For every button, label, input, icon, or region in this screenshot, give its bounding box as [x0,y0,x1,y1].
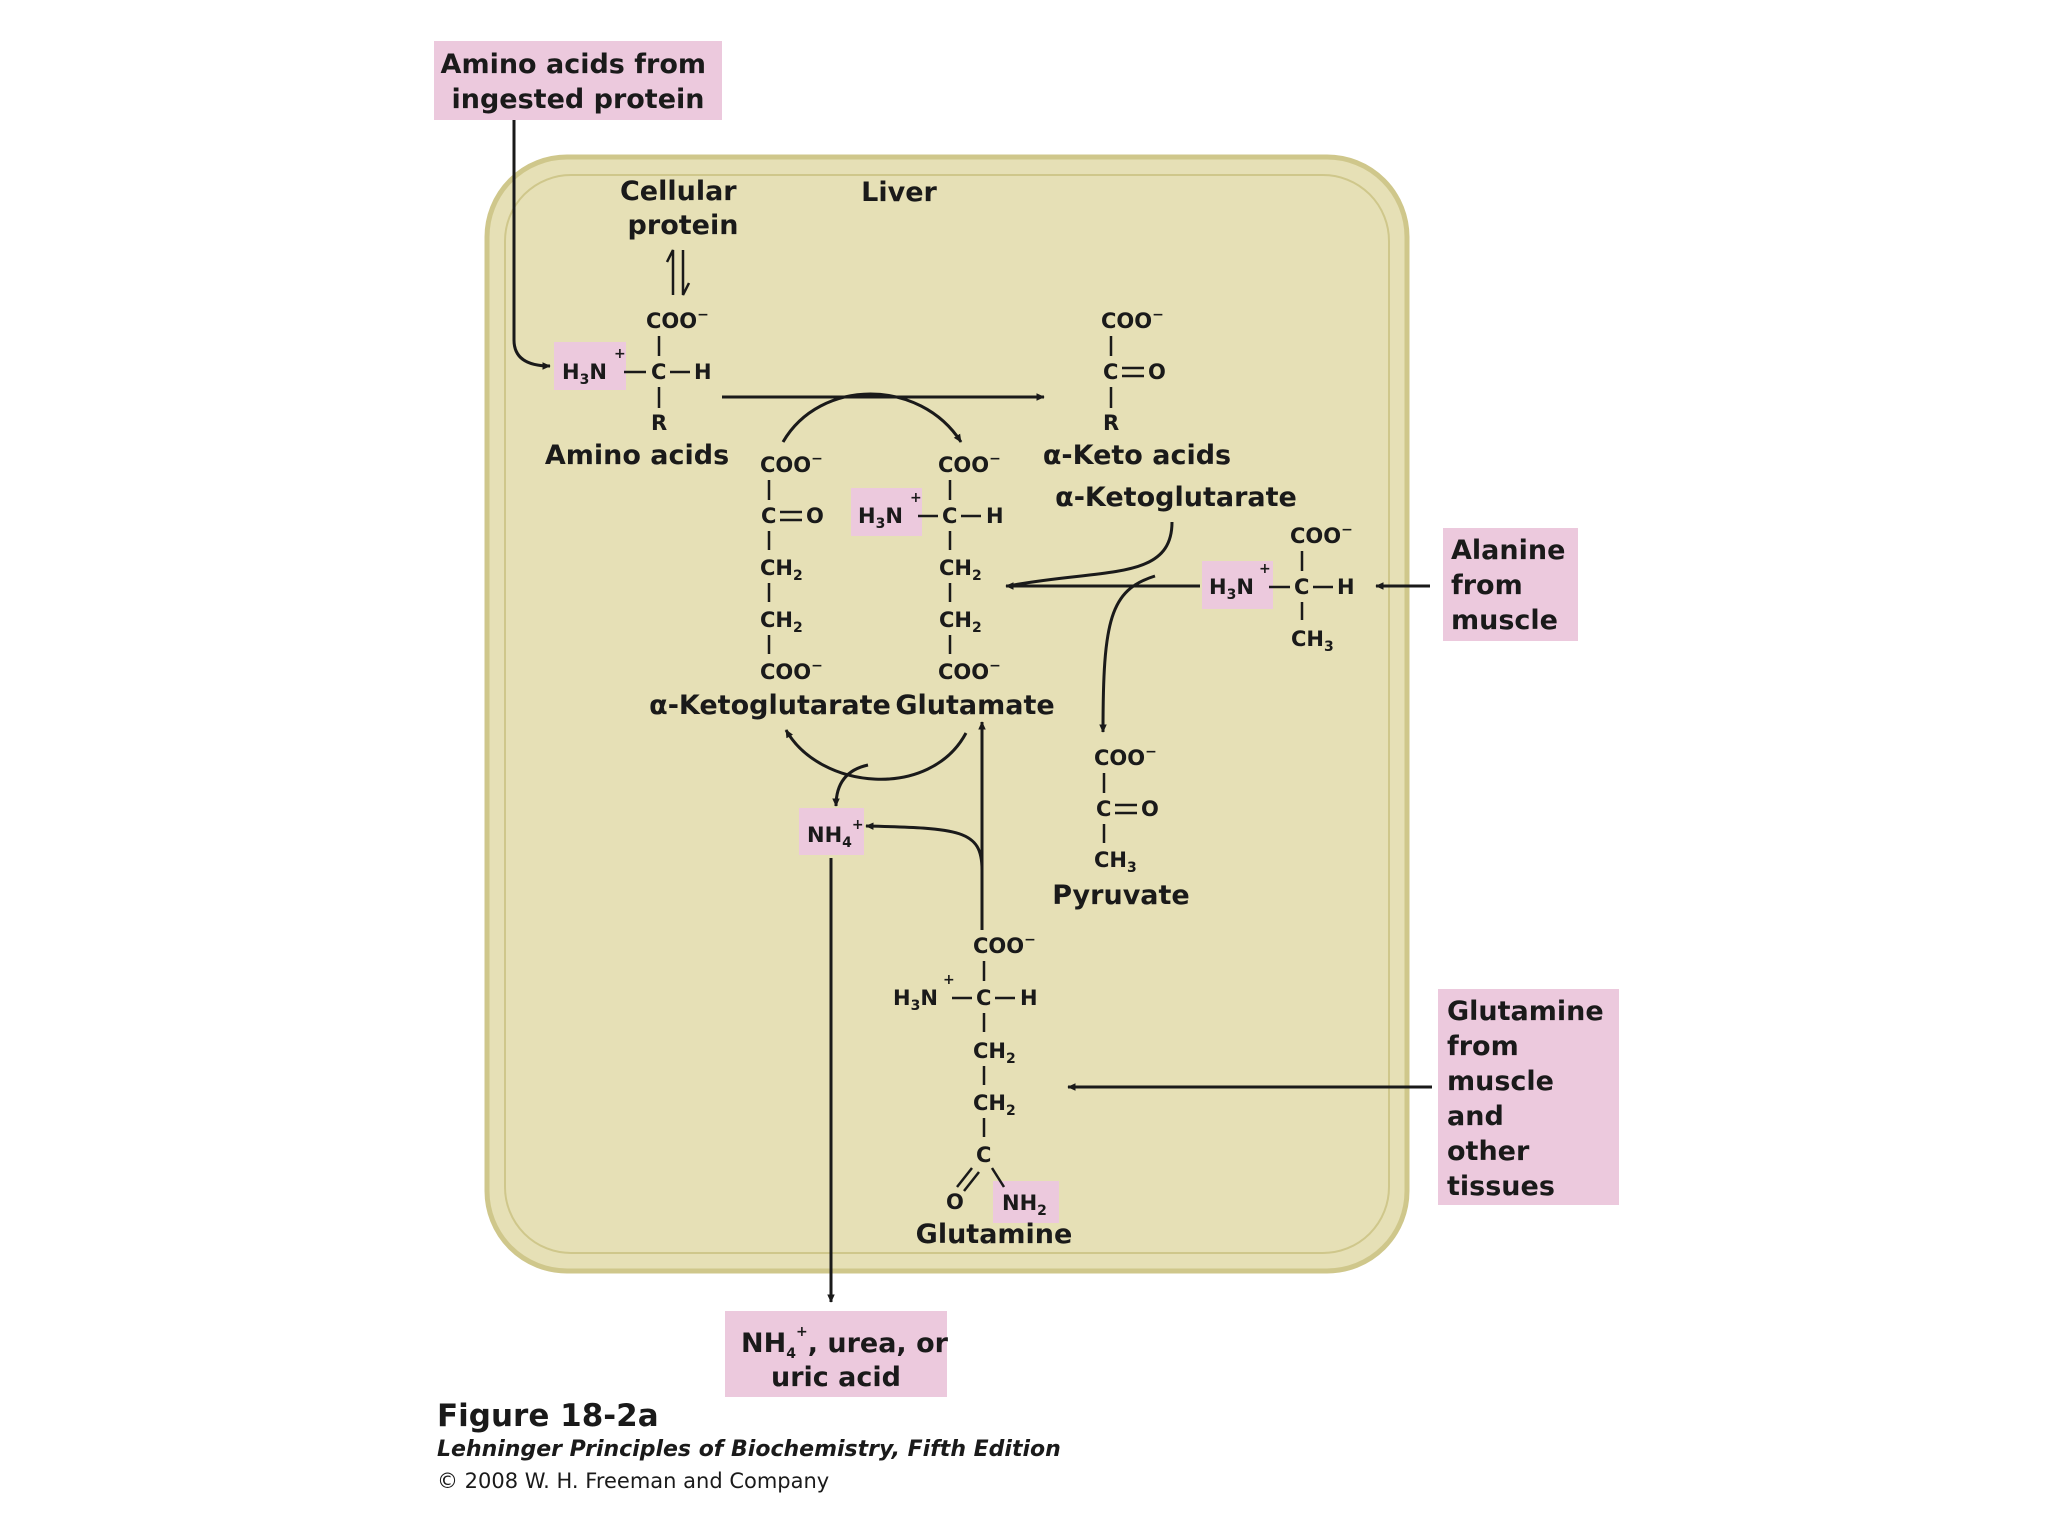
pyruvate-label: Pyruvate [1052,880,1189,911]
svg-text:CH2: CH2 [973,1091,1016,1119]
svg-text:+: + [614,346,626,362]
svg-text:C: C [1096,797,1111,821]
svg-text:COO−: COO− [1101,307,1164,333]
glutamate-label: Glutamate [895,690,1054,721]
svg-text:C: C [976,1143,991,1167]
glutamine-from-tissues-label: Glutamine from muscle and other tissues [1447,996,1613,1202]
svg-text:CH2: CH2 [760,608,803,636]
svg-text:COO−: COO− [938,451,1001,477]
svg-text:NH2: NH2 [1002,1191,1047,1219]
glutamate-structure: COO− H3N + C H CH2 CH2 COO− [858,451,1004,684]
svg-text:H: H [1337,575,1355,599]
svg-text:C: C [1103,360,1118,384]
keto-acids-label: α-Keto acids [1043,440,1231,471]
svg-text:H: H [986,504,1004,528]
amino-acids-label: Amino acids [545,440,729,471]
arrow-glutamine-to-nh4 [865,822,984,871]
svg-text:+: + [910,490,922,506]
svg-text:O: O [1141,797,1159,821]
glutamine-structure: COO− H3N + C H CH2 CH2 C O NH2 [893,932,1047,1219]
arrow-to-pyruvate [1099,574,1156,733]
svg-text:C: C [1294,575,1309,599]
svg-text:COO−: COO− [646,307,709,333]
svg-text:COO−: COO− [973,932,1036,958]
glutamine-from-tissues-box [1438,989,1619,1205]
h3n-highlight-glutamate [851,488,922,536]
arrow-ingested-to-amino-acids [512,120,551,370]
arrow-transamination-arc-top [781,392,963,443]
figure-title: Figure 18-2a [437,1398,659,1434]
ketoglutarate-top-label: α-Ketoglutarate [1055,482,1297,513]
svg-text:CH2: CH2 [939,556,982,584]
ingested-protein-box [434,41,722,120]
svg-text:+: + [943,972,955,988]
equilibrium-arrows [665,249,691,296]
ketoglutarate-structure: COO− C O CH2 CH2 COO− [760,451,824,684]
liver-compartment [484,154,1410,1274]
alanine-structure: COO− H3N + C H CH3 [1209,522,1355,655]
svg-text:COO−: COO− [760,658,823,684]
svg-text:+: + [1259,561,1271,577]
svg-text:CH3: CH3 [1094,848,1137,876]
output-label-line2: uric acid [771,1362,901,1393]
svg-text:H3N: H3N [893,986,938,1014]
amino-acid-structure: COO− H3N + C H R [562,307,712,435]
svg-text:H: H [694,360,712,384]
liver-inner-border [504,174,1390,1254]
alanine-from-muscle-label: Alanine from muscle [1451,535,1575,636]
svg-text:CH3: CH3 [1291,627,1334,655]
glutamine-label: Glutamine [916,1219,1073,1250]
ketoglutarate-left-label: α-Ketoglutarate [649,690,891,721]
svg-text:O: O [806,504,824,528]
svg-text:H3N: H3N [1209,575,1254,603]
svg-text:R: R [1103,411,1119,435]
svg-text:COO−: COO− [1290,522,1353,548]
ingested-protein-label: Amino acids from ingested protein [441,49,716,115]
keto-acid-structure: COO− C O R [1101,307,1166,435]
cellular-protein-label: Cellular protein [620,176,746,241]
h3n-highlight-amino [554,342,626,390]
pyruvate-structure: COO− C O CH3 [1094,744,1159,876]
output-label-line1: NH4+, urea, or [741,1324,949,1362]
svg-text:CH2: CH2 [939,608,982,636]
svg-text:O: O [946,1190,964,1214]
arrow-to-nh4 [832,763,869,807]
nh4-label: NH4+ [807,817,864,851]
liver-label: Liver [861,177,937,208]
nh2-highlight [993,1181,1059,1223]
svg-text:O: O [1148,360,1166,384]
svg-text:R: R [651,411,667,435]
svg-text:COO−: COO− [1094,744,1157,770]
nh4-highlight [799,808,864,855]
svg-text:C: C [651,360,666,384]
svg-text:CH2: CH2 [973,1039,1016,1067]
svg-text:C: C [976,986,991,1010]
svg-text:COO−: COO− [760,451,823,477]
figure-copyright: © 2008 W. H. Freeman and Company [437,1469,829,1493]
svg-text:H: H [1020,986,1038,1010]
svg-text:CH2: CH2 [760,556,803,584]
arrow-ketoglutarate-to-glutamate-lower [1007,521,1174,588]
h3n-highlight-alanine [1202,561,1273,609]
alanine-from-muscle-box [1443,528,1578,641]
svg-text:COO−: COO− [938,658,1001,684]
svg-text:C: C [761,504,776,528]
svg-text:C: C [942,504,957,528]
svg-text:H3N: H3N [858,504,903,532]
output-box [725,1311,947,1397]
svg-text:H3N: H3N [562,360,607,388]
figure-book-title: Lehninger Principles of Biochemistry, Fi… [437,1437,1061,1462]
arrow-glutamate-deamination-arc [784,729,968,781]
